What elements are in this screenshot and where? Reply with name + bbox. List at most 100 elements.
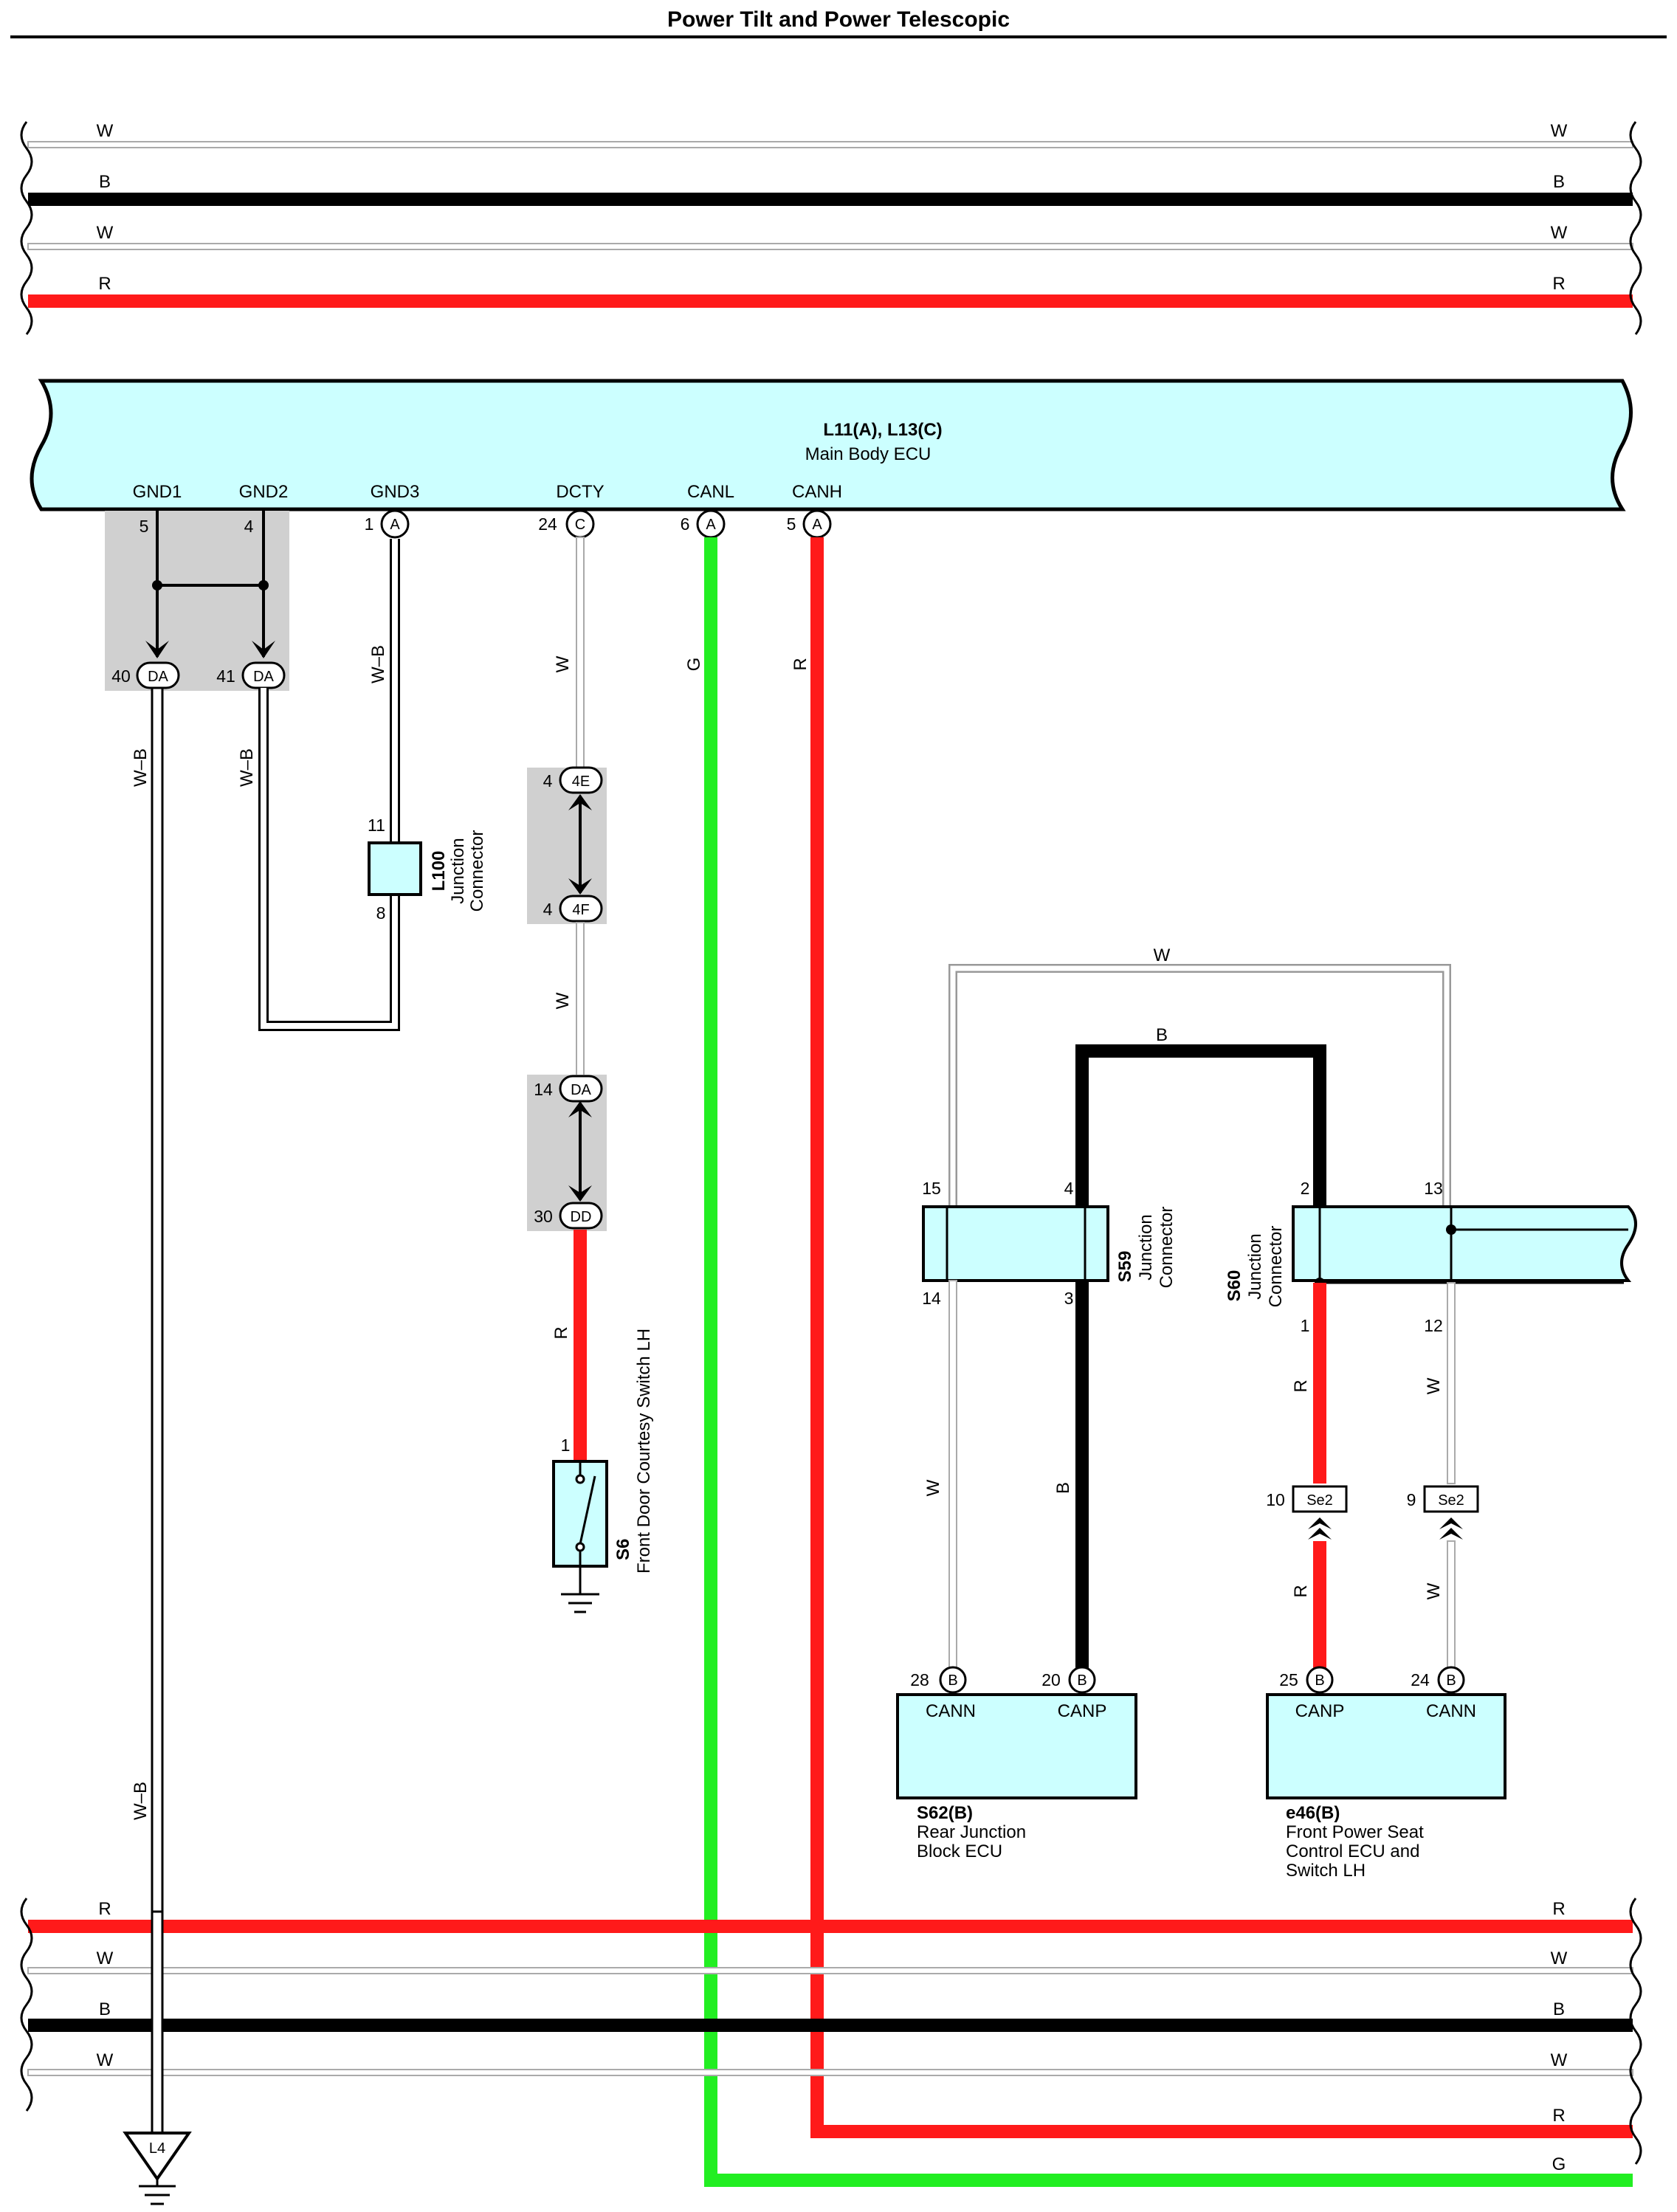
e46-line1: Front Power Seat — [1286, 1822, 1424, 1842]
top-bus-break-left — [20, 121, 33, 335]
se2-9-arrows — [1439, 1517, 1463, 1540]
dcty-circuit: C 24 W 4E 4 4F 4 W DA 14 DD 30 R — [527, 509, 607, 1461]
s60-to-e46-wires: R W Se2 10 Se2 9 R W — [1266, 1282, 1479, 1676]
e46-pin-25: 25 — [1279, 1670, 1298, 1689]
l4-ground-icon — [123, 2132, 192, 2182]
arrow-gnd2 — [252, 641, 275, 658]
s59-junction-connector: 15 4 14 3 S59 Junction Connector — [922, 1179, 1177, 1308]
top-bus-wire-b — [28, 193, 1633, 206]
top-bus-label-w2-right: W — [1551, 223, 1568, 243]
conn-dcty-label: C — [575, 517, 585, 533]
e46-conn-right — [1437, 1666, 1465, 1694]
top-bus-label-b-left: B — [99, 172, 111, 192]
se2-10-arrows — [1308, 1517, 1332, 1540]
e46-front-power-seat-ecu: B 25 B 24 CANP CANN e46(B) Front Power S… — [1266, 1666, 1506, 1881]
s6-pin: 1 — [561, 1436, 571, 1455]
top-bus-wire-r — [28, 294, 1633, 308]
s62-line1: Rear Junction — [917, 1822, 1026, 1842]
pin-da-14: 14 — [534, 1080, 553, 1099]
pin-canh: 5 — [787, 514, 796, 534]
e46-box — [1266, 1693, 1506, 1799]
conn-4e — [559, 766, 603, 794]
s62-cann: CANN — [926, 1701, 976, 1721]
terminal-gnd2: GND2 — [239, 482, 289, 502]
l100-code: L100 — [429, 851, 449, 892]
conn-canl-label: A — [706, 517, 716, 533]
l100-line1: Junction — [448, 838, 468, 903]
dcty-wire-mid — [576, 922, 585, 1078]
s59-pin-3: 3 — [1064, 1289, 1074, 1308]
top-bus-label-b-right: B — [1553, 172, 1565, 192]
e46-pin-24: 24 — [1411, 1670, 1430, 1689]
canl-wire-label: G — [684, 658, 704, 672]
bottom-bus-break-left — [20, 1898, 33, 2112]
bottom-bus-label-b-left: B — [99, 1999, 111, 2019]
s60-r-wire-upper — [1313, 1283, 1326, 1484]
bottom-bus-label-r-right: R — [1552, 1899, 1565, 1919]
top-bus-break-right — [1629, 121, 1642, 335]
s6-courtesy-switch: 1 S6 Front Door Courtesy Switch LH — [552, 1329, 654, 1613]
s60-line1: Junction — [1245, 1233, 1265, 1299]
bottom-bus-break-right — [1629, 1898, 1642, 2165]
s59-pin-15: 15 — [922, 1179, 941, 1198]
w-loop-label: W — [1154, 945, 1171, 965]
l100-pin-top: 11 — [368, 816, 385, 835]
ground-splice-group: 5 4 DA 40 DA 41 — [105, 511, 289, 691]
dcty-wire-lower — [574, 1230, 587, 1461]
dcty-wire-upper-label: W — [553, 655, 573, 672]
bottom-bus-label-b-right: B — [1553, 1999, 1565, 2019]
e46-conn-left — [1306, 1666, 1334, 1694]
l4-ground-point: L4 — [123, 2132, 192, 2205]
s60-junction-connector: 2 13 1 12 S60 Junction Connector — [1225, 1179, 1637, 1335]
out-label-g: G — [1552, 2154, 1566, 2174]
l100-junction-connector: 11 8 L100 Junction Connector — [368, 816, 487, 923]
terminal-gnd1: GND1 — [133, 482, 182, 502]
e46-w-wire-lower — [1447, 1540, 1456, 1676]
conn-4e-label: 4E — [572, 773, 590, 790]
e46-line3: Switch LH — [1286, 1861, 1366, 1881]
s62-line2: Block ECU — [917, 1841, 1002, 1861]
conn-dd-30-label: DD — [571, 1209, 592, 1225]
s59-s60-b-loop: B — [1075, 1025, 1326, 1207]
bottom-bus-label-r-left: R — [98, 1899, 111, 1919]
top-bus-wire-w1 — [27, 141, 1633, 148]
s60-pin-1: 1 — [1301, 1316, 1310, 1335]
bottom-bus-wire-w2 — [27, 2069, 1633, 2076]
conn-canh-label: A — [812, 517, 822, 533]
e46-w-wire-lower-label: W — [1424, 1582, 1444, 1599]
canh-wire-label: R — [791, 658, 810, 670]
bottom-bus-label-w1-right: W — [1551, 1949, 1568, 1968]
pin-dd-30: 30 — [534, 1207, 553, 1226]
s62-conn-left — [939, 1666, 967, 1694]
s62-w-wire — [948, 1280, 957, 1676]
s62-canp: CANP — [1058, 1701, 1107, 1721]
top-bus: W W B B W W R R — [20, 121, 1642, 335]
pin-gnd3: 1 — [365, 514, 374, 534]
diagram-title: Power Tilt and Power Telescopic — [667, 7, 1010, 32]
s62-b-wire-label: B — [1053, 1482, 1073, 1494]
top-bus-label-w2-left: W — [97, 223, 114, 243]
b-loop-label: B — [1156, 1025, 1168, 1045]
s60-box — [1292, 1205, 1637, 1282]
s59-line2: Connector — [1157, 1207, 1177, 1289]
conn-se2-10 — [1292, 1485, 1348, 1513]
gnd3-wire: A 1 W–B — [365, 509, 410, 843]
pin-41: 41 — [216, 666, 235, 686]
bottom-bus: R R W W B B W W R G — [20, 1898, 1642, 2174]
gnd1-wire-label-lower: W–B — [131, 1782, 151, 1820]
s62-b-wire — [1075, 1281, 1089, 1675]
out-label-r: R — [1552, 2106, 1565, 2126]
s62-conn-left-label: B — [948, 1672, 957, 1689]
conn-se2-9 — [1423, 1485, 1479, 1513]
dcty-wire-upper — [576, 537, 585, 773]
pin-dcty: 24 — [538, 514, 557, 534]
s59-s60-w-loop: W — [948, 945, 1451, 1207]
s62-pin-20: 20 — [1041, 1670, 1061, 1689]
s62-rear-junction-block-ecu: B 28 B 20 CANN CANP S62(B) Rear Junction… — [896, 1666, 1137, 1861]
s60-code: S60 — [1225, 1270, 1244, 1302]
terminal-gnd3: GND3 — [371, 482, 420, 502]
dcty-wire-lower-label: R — [551, 1326, 571, 1339]
s62-pin-28: 28 — [910, 1670, 929, 1689]
main-ecu-box — [30, 379, 1633, 511]
e46-r-wire-lower-label: R — [1291, 1585, 1311, 1597]
